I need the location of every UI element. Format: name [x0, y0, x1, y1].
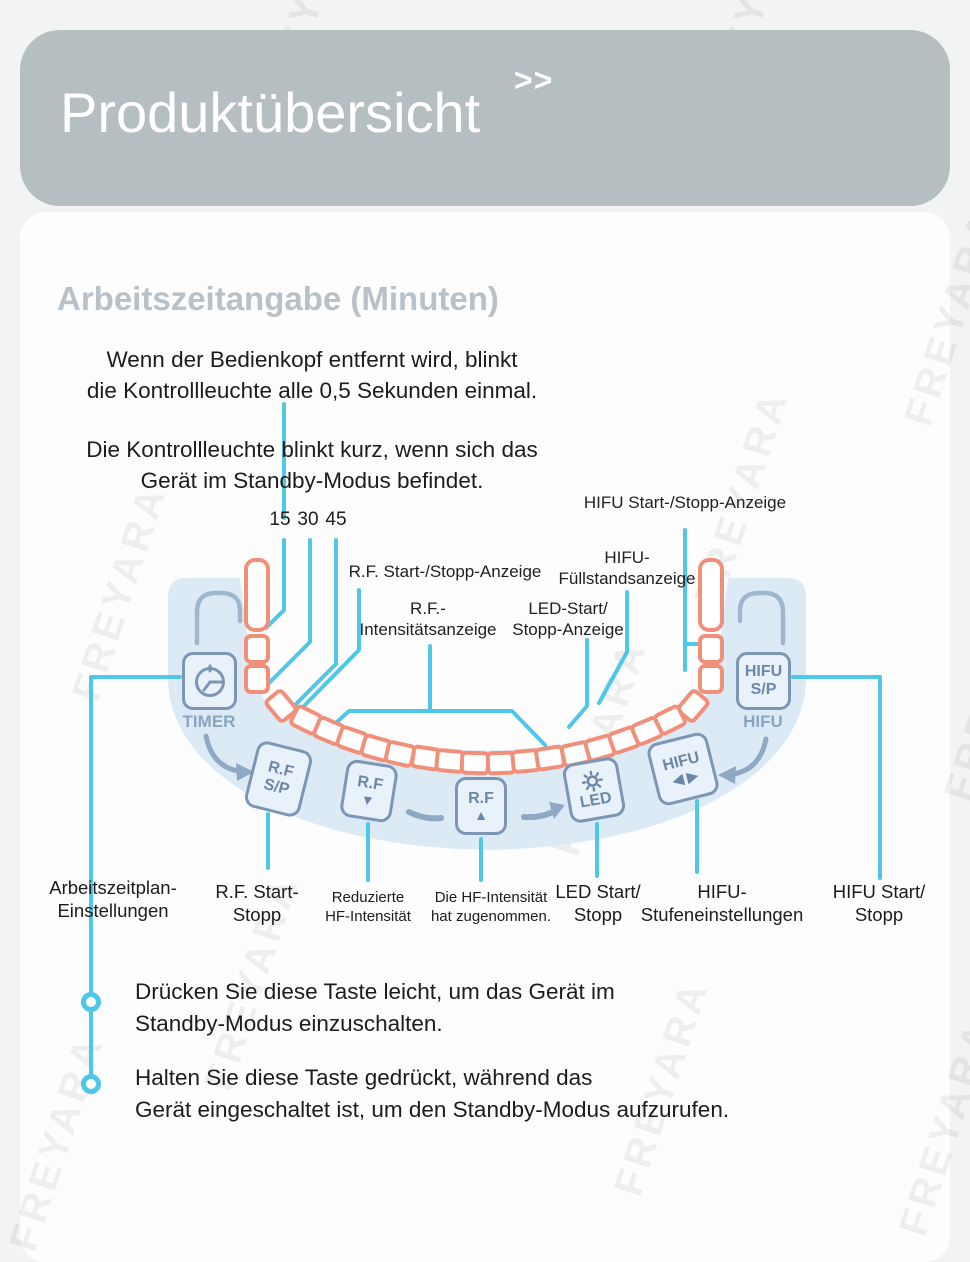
page-header: Produktübersicht >> [20, 30, 950, 206]
note-line: Drücken Sie diese Taste leicht, um das G… [135, 976, 615, 1008]
button-label: R.F [468, 790, 494, 808]
hifu-start-stop-button: HIFU S/P [736, 652, 791, 710]
label-line: LED-Start/ [488, 598, 648, 619]
timer-caption: TIMER [177, 712, 241, 732]
triangle-down-icon: ▼ [360, 791, 376, 808]
timer-button [182, 652, 237, 710]
note-line: Standby-Modus einzuschalten. [135, 1008, 615, 1040]
label-rf-start-stop-anzeige: R.F. Start-/Stopp-Anzeige [330, 561, 560, 582]
timer-tick-45: 45 [316, 509, 356, 531]
section-title: Arbeitszeitangabe (Minuten) [57, 280, 499, 318]
note-line: Halten Sie diese Taste gedrückt, während… [135, 1062, 729, 1094]
label-line: R.F.- [348, 598, 508, 619]
button-label: S/P [751, 681, 777, 699]
label-line: HIFU Start/ [809, 880, 949, 903]
chevrons-icon: >> [514, 62, 553, 99]
clock-icon [191, 662, 229, 700]
label-hifu-start-stopp: HIFU Start/ Stopp [809, 880, 949, 926]
paragraph-line: Wenn der Bedienkopf entfernt wird, blink… [62, 344, 562, 375]
button-label: HIFU [745, 663, 782, 681]
label-line: Füllstandsanzeige [547, 568, 707, 589]
triangle-up-icon: ▲ [474, 808, 488, 823]
label-hifu-stufen: HIFU- Stufeneinstellungen [632, 880, 812, 926]
paragraph-line: die Kontrollleuchte alle 0,5 Sekunden ei… [62, 375, 562, 406]
label-line: HIFU- [632, 880, 812, 903]
paragraph-standby-blink: Die Kontrollleuchte blinkt kurz, wenn si… [52, 434, 572, 496]
led-button: LED [561, 756, 627, 825]
label-line: Stopp-Anzeige [488, 619, 648, 640]
paragraph-indicator-removed: Wenn der Bedienkopf entfernt wird, blink… [62, 344, 562, 406]
label-hifu-fuellstandsanzeige: HIFU- Füllstandsanzeige [547, 547, 707, 589]
note-press-lightly: Drücken Sie diese Taste leicht, um das G… [135, 976, 615, 1040]
label-line: Stufeneinstellungen [632, 903, 812, 926]
note-line: Gerät eingeschaltet ist, um den Standby-… [135, 1094, 729, 1126]
paragraph-line: Die Kontrollleuchte blinkt kurz, wenn si… [52, 434, 572, 465]
page-title: Produktübersicht [60, 80, 480, 145]
label-line: Arbeitszeitplan- [33, 876, 193, 899]
label-line: HIFU- [547, 547, 707, 568]
note-hold-button: Halten Sie diese Taste gedrückt, während… [135, 1062, 729, 1126]
label-rf-intensitaetsanzeige: R.F.- Intensitätsanzeige [348, 598, 508, 640]
paragraph-line: Gerät im Standby-Modus befindet. [52, 465, 572, 496]
button-label: LED [579, 789, 614, 812]
manual-page: { "header": { "title": "Produktübersicht… [0, 0, 970, 1200]
rf-intensity-up-button: R.F ▲ [455, 777, 507, 835]
rf-intensity-down-button: R.F ▼ [339, 758, 399, 823]
label-led-start-stopp-anzeige: LED-Start/ Stopp-Anzeige [488, 598, 648, 640]
label-line: Stopp [809, 903, 949, 926]
hifu-caption: HIFU [732, 712, 794, 732]
label-line: Intensitätsanzeige [348, 619, 508, 640]
label-hifu-start-stop-anzeige: HIFU Start-/Stopp-Anzeige [555, 492, 815, 513]
label-arbeitszeitplan: Arbeitszeitplan- Einstellungen [33, 876, 193, 922]
label-line: Einstellungen [33, 899, 193, 922]
